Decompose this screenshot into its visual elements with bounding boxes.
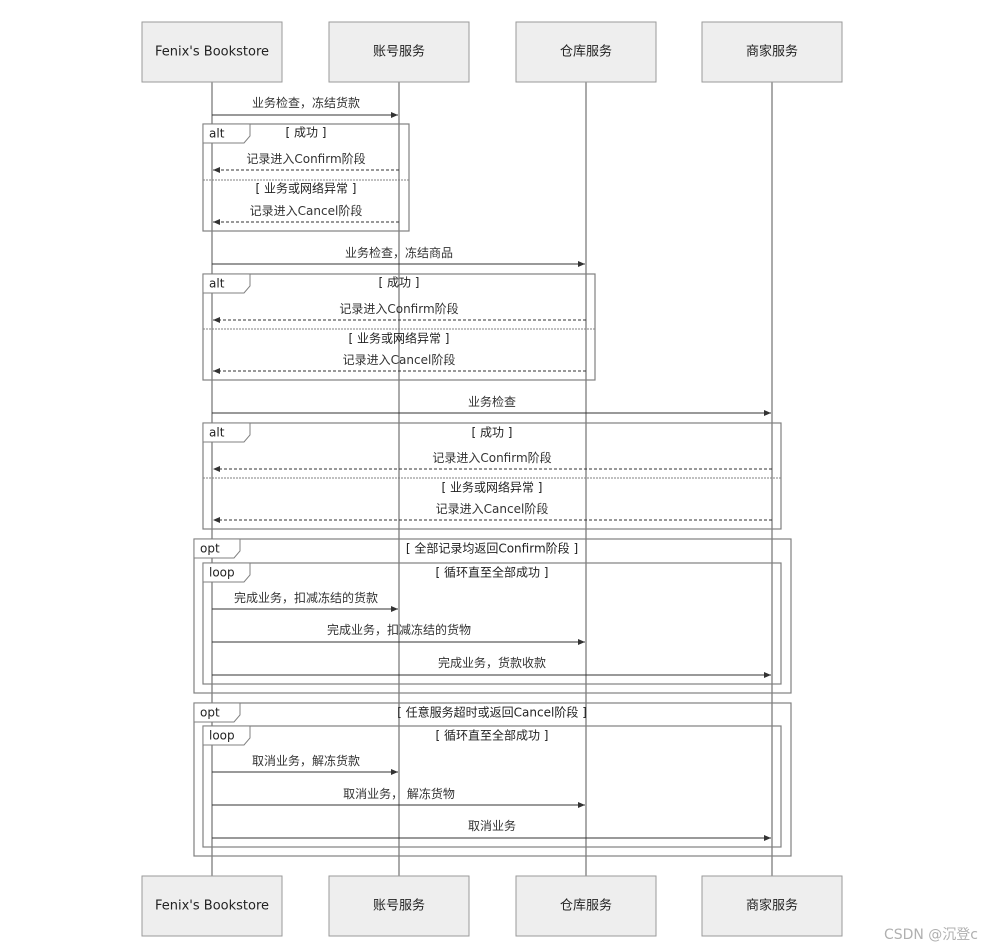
fragment-guard: [ 成功 ] <box>286 126 327 140</box>
fragment-guard: [ 任意服务超时或返回Cancel阶段 ] <box>397 705 587 720</box>
participant-bottom-account: 账号服务 <box>328 875 470 937</box>
participant-label: 账号服务 <box>373 898 425 914</box>
alt-fragment-warehouse: alt [ 成功 ] [ 业务或网络异常 ] <box>202 273 596 381</box>
opt-fragment-cancel: opt [ 任意服务超时或返回Cancel阶段 ] <box>193 702 792 857</box>
message-label: 完成业务，扣减冻结的货物 <box>327 622 471 637</box>
fragment-guard: [ 全部记录均返回Confirm阶段 ] <box>406 541 578 556</box>
fragment-guard: [ 业务或网络异常 ] <box>349 331 450 346</box>
participant-label: 仓库服务 <box>560 898 612 914</box>
message-label: 记录进入Cancel阶段 <box>436 501 549 516</box>
fragment-tab <box>202 725 251 746</box>
fragment-keyword: alt <box>209 277 225 291</box>
fragment-keyword: loop <box>209 729 235 743</box>
participant-label: 商家服务 <box>746 898 798 914</box>
message-label: 记录进入Confirm阶段 <box>339 301 458 316</box>
participant-top-account: 账号服务 <box>328 21 470 83</box>
message-label: 记录进入Confirm阶段 <box>246 151 365 166</box>
message-label: 取消业务 <box>468 818 516 833</box>
participant-label: 账号服务 <box>373 44 425 60</box>
fragment-tab <box>202 422 251 443</box>
fragment-keyword: opt <box>200 706 220 720</box>
participant-label: Fenix's Bookstore <box>155 899 269 914</box>
participant-label: Fenix's Bookstore <box>155 45 269 60</box>
fragment-keyword: opt <box>200 542 220 556</box>
fragment-keyword: alt <box>209 426 225 440</box>
fragment-tab <box>202 562 251 583</box>
participant-bottom-warehouse: 仓库服务 <box>515 875 657 937</box>
fragment-guard: [ 循环直至全部成功 ] <box>436 565 549 580</box>
alt-fragment-merchant: alt [ 成功 ] [ 业务或网络异常 ] <box>202 422 782 530</box>
participant-bottom-merchant: 商家服务 <box>701 875 843 937</box>
message-label: 业务检查 <box>468 394 516 409</box>
fragment-tab <box>193 538 241 559</box>
loop-fragment-confirm: loop [ 循环直至全部成功 ] <box>202 562 782 685</box>
participant-top-warehouse: 仓库服务 <box>515 21 657 83</box>
participant-top-merchant: 商家服务 <box>701 21 843 83</box>
message-label: 取消业务，解冻货款 <box>252 753 360 768</box>
fragment-keyword: alt <box>209 127 225 141</box>
opt-fragment-confirm: opt [ 全部记录均返回Confirm阶段 ] <box>193 538 792 694</box>
message-label: 业务检查，冻结商品 <box>345 245 453 260</box>
fragment-tab <box>193 702 241 723</box>
fragment-guard: [ 业务或网络异常 ] <box>256 181 357 196</box>
participant-top-bookstore: Fenix's Bookstore <box>141 21 283 83</box>
fragment-guard: [ 业务或网络异常 ] <box>442 480 543 495</box>
alt-fragment-account: alt [ 成功 ] [ 业务或网络异常 ] <box>202 123 410 232</box>
message-label: 完成业务，扣减冻结的货款 <box>234 590 378 605</box>
participant-label: 商家服务 <box>746 44 798 60</box>
participant-bottom-bookstore: Fenix's Bookstore <box>141 875 283 937</box>
message-label: 取消业务， 解冻货物 <box>343 786 455 801</box>
message-label: 记录进入Cancel阶段 <box>343 352 456 367</box>
message-label: 记录进入Cancel阶段 <box>250 203 363 218</box>
watermark: CSDN @沉登c <box>883 927 978 943</box>
message-label: 记录进入Confirm阶段 <box>432 450 551 465</box>
fragment-guard: [ 成功 ] <box>379 276 420 290</box>
loop-fragment-cancel: loop [ 循环直至全部成功 ] <box>202 725 782 848</box>
fragment-tab <box>202 123 251 144</box>
message-label: 业务检查，冻结货款 <box>252 95 360 110</box>
fragment-keyword: loop <box>209 566 235 580</box>
fragment-guard: [ 循环直至全部成功 ] <box>436 728 549 743</box>
participant-label: 仓库服务 <box>560 44 612 60</box>
message-label: 完成业务，货款收款 <box>438 655 546 670</box>
fragment-guard: [ 成功 ] <box>472 426 513 440</box>
fragment-tab <box>202 273 251 294</box>
